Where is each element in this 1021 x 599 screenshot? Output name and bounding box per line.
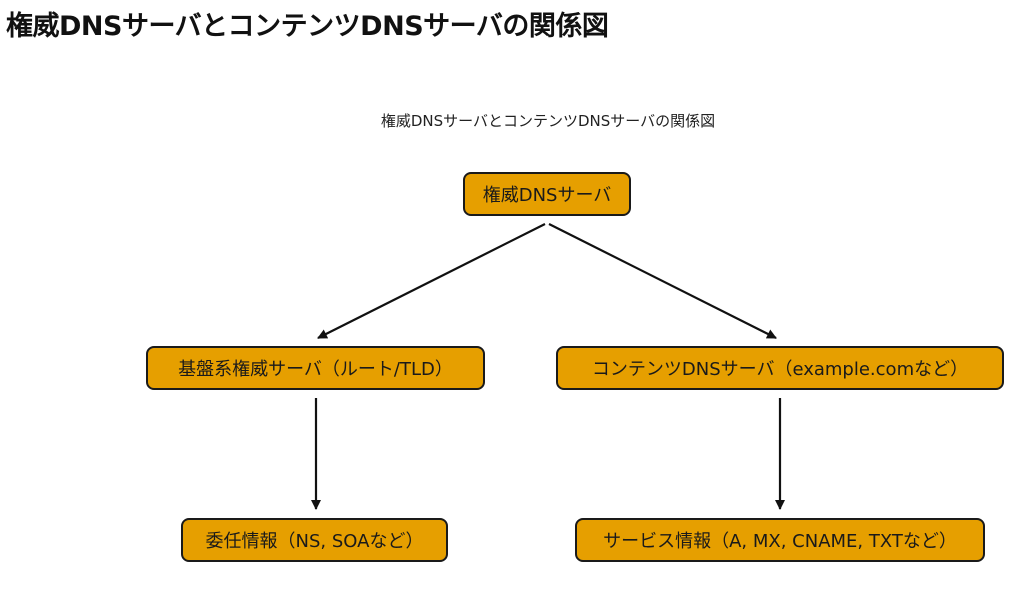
node-delegation-info: 委任情報（NS, SOAなど） bbox=[181, 518, 448, 562]
node-service-info: サービス情報（A, MX, CNAME, TXTなど） bbox=[575, 518, 985, 562]
node-infrastructure-authoritative-server: 基盤系権威サーバ（ルート/TLD） bbox=[146, 346, 485, 390]
node-label: コンテンツDNSサーバ（example.comなど） bbox=[591, 359, 969, 380]
node-authoritative-dns-server: 権威DNSサーバ bbox=[463, 172, 631, 216]
diagram-caption: 権威DNSサーバとコンテンツDNSサーバの関係図 bbox=[380, 112, 716, 130]
node-label: 委任情報（NS, SOAなど） bbox=[205, 531, 424, 552]
node-label: 基盤系権威サーバ（ルート/TLD） bbox=[178, 359, 453, 380]
edge-root-to-infrastructure bbox=[317, 223, 546, 339]
page-title: 権威DNSサーバとコンテンツDNSサーバの関係図 bbox=[6, 11, 609, 42]
node-label: サービス情報（A, MX, CNAME, TXTなど） bbox=[603, 531, 957, 552]
node-content-dns-server: コンテンツDNSサーバ（example.comなど） bbox=[556, 346, 1004, 390]
edge-root-to-content bbox=[548, 223, 777, 339]
node-label: 権威DNSサーバ bbox=[482, 185, 612, 206]
